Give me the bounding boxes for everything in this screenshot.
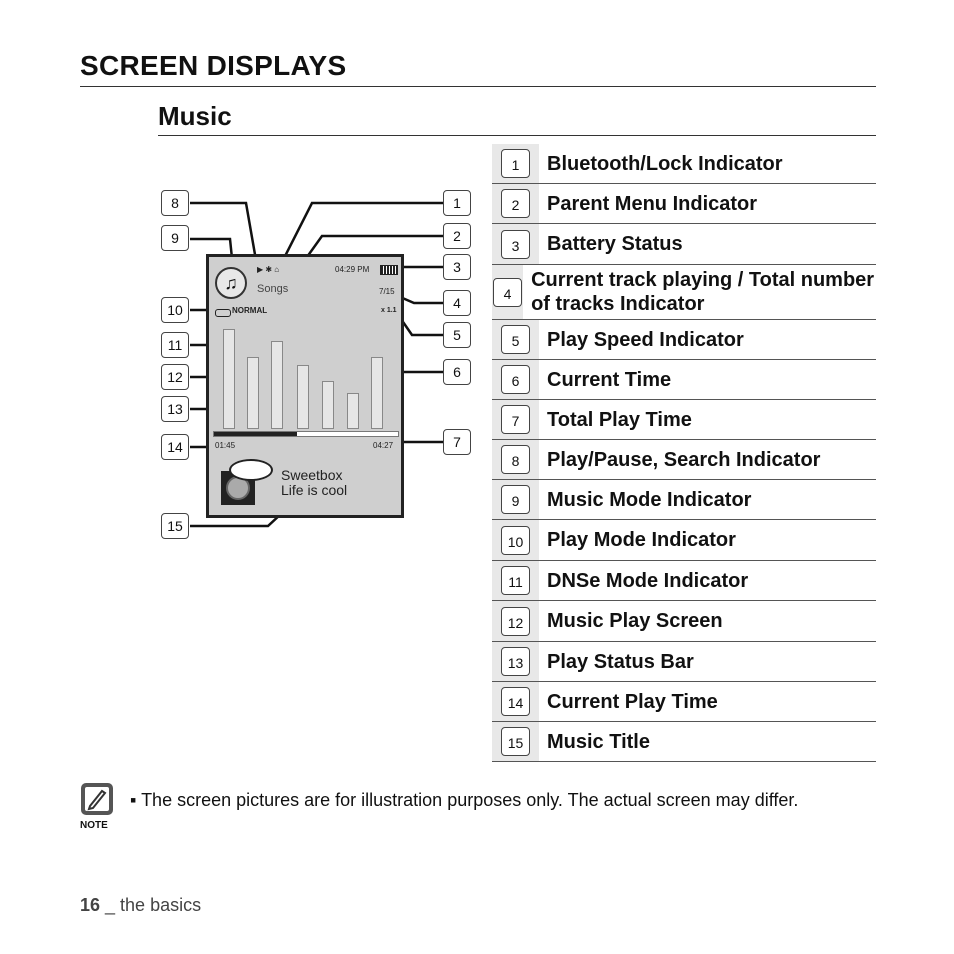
battery-icon bbox=[380, 265, 398, 275]
callout-13: 13 bbox=[161, 396, 189, 422]
eq-bar bbox=[297, 365, 309, 429]
legend-row: 9 Music Mode Indicator bbox=[492, 480, 876, 520]
note-pencil-icon bbox=[81, 783, 113, 815]
legend-number: 3 bbox=[501, 229, 530, 259]
current-play-time: 01:45 bbox=[215, 441, 236, 450]
play-status-bar bbox=[213, 431, 399, 437]
footer-section: _ the basics bbox=[100, 895, 202, 915]
legend-row: 10 Play Mode Indicator bbox=[492, 520, 876, 561]
dnse-mode-label: NORMAL bbox=[232, 306, 268, 315]
legend-number: 13 bbox=[501, 647, 530, 676]
legend-row: 14 Current Play Time bbox=[492, 682, 876, 722]
legend-row: 13 Play Status Bar bbox=[492, 642, 876, 682]
legend-number: 4 bbox=[493, 277, 523, 307]
section-heading: Music bbox=[158, 101, 232, 131]
legend-table: 1 Bluetooth/Lock Indicator 2 Parent Menu I… bbox=[492, 144, 876, 762]
play-pause-icon: ▶ ✱ ⌂ bbox=[257, 265, 280, 274]
legend-row: 6 Current Time bbox=[492, 360, 876, 400]
music-artist: Sweetbox bbox=[281, 467, 343, 483]
legend-label: Play Speed Indicator bbox=[547, 328, 744, 351]
callout-4: 4 bbox=[443, 290, 471, 316]
total-play-time: 04:27 bbox=[373, 441, 394, 450]
callout-3: 3 bbox=[443, 254, 471, 280]
legend-label: Bluetooth/Lock Indicator bbox=[547, 152, 783, 175]
legend-number: 7 bbox=[501, 405, 530, 434]
music-title: Life is cool bbox=[281, 482, 348, 498]
section-rule bbox=[158, 135, 876, 136]
legend-row: 12 Music Play Screen bbox=[492, 601, 876, 642]
page-number: 16 bbox=[80, 895, 101, 915]
legend-number: 11 bbox=[501, 566, 530, 595]
play-status-fill bbox=[214, 432, 297, 436]
legend-label: Current Play Time bbox=[547, 690, 718, 713]
current-time: 04:29 PM bbox=[335, 265, 370, 274]
legend-number: 6 bbox=[501, 365, 530, 394]
eq-bar bbox=[247, 357, 259, 429]
device-screen: ♫ ▶ ✱ ⌂ Songs 04:29 PM 7/15 x 1.1 NORMAL… bbox=[206, 254, 404, 518]
callout-11: 11 bbox=[161, 332, 189, 358]
legend-row: 11 DNSe Mode Indicator bbox=[492, 561, 876, 601]
legend-label: Play/Pause, Search Indicator bbox=[547, 448, 821, 471]
eq-bar bbox=[223, 329, 235, 429]
eq-bar bbox=[271, 341, 283, 429]
callout-15: 15 bbox=[161, 513, 189, 539]
legend-number: 1 bbox=[501, 149, 530, 178]
callout-7: 7 bbox=[443, 429, 471, 455]
eq-bar bbox=[322, 381, 334, 429]
legend-label: Play Status Bar bbox=[547, 650, 694, 673]
callout-12: 12 bbox=[161, 364, 189, 390]
legend-row: 3 Battery Status bbox=[492, 224, 876, 265]
legend-label: Music Title bbox=[547, 730, 650, 753]
callout-6: 6 bbox=[443, 359, 471, 385]
legend-number: 5 bbox=[501, 325, 530, 354]
legend-row: 1 Bluetooth/Lock Indicator bbox=[492, 144, 876, 184]
heading-rule bbox=[80, 86, 876, 87]
track-count: 7/15 bbox=[379, 287, 395, 296]
legend-label: Current Time bbox=[547, 368, 672, 391]
legend-label: DNSe Mode Indicator bbox=[547, 569, 749, 592]
legend-label: Current track playing / Total number of … bbox=[531, 269, 875, 315]
callout-14: 14 bbox=[161, 434, 189, 460]
music-mode-icon: ♫ bbox=[215, 267, 247, 299]
eq-bar bbox=[371, 357, 383, 429]
callout-1: 1 bbox=[443, 190, 471, 216]
legend-row: 5 Play Speed Indicator bbox=[492, 320, 876, 360]
legend-label: Play Mode Indicator bbox=[547, 529, 736, 551]
play-speed: x 1.1 bbox=[381, 307, 397, 314]
note-text: ▪ The screen pictures are for illustrati… bbox=[130, 790, 799, 810]
legend-label: Parent Menu Indicator bbox=[547, 192, 758, 215]
legend-row: 4 Current track playing / Total number of… bbox=[492, 265, 876, 320]
callout-2: 2 bbox=[443, 223, 471, 249]
legend-number: 9 bbox=[501, 485, 530, 514]
play-mode-icon bbox=[215, 309, 231, 317]
legend-label: Music Play Screen bbox=[547, 610, 723, 632]
callout-8: 8 bbox=[161, 190, 189, 216]
note-label: NOTE bbox=[80, 820, 108, 831]
callout-10: 10 bbox=[161, 297, 189, 323]
page-heading: SCREEN DISPLAYS bbox=[80, 50, 347, 81]
legend-number: 15 bbox=[501, 727, 530, 756]
legend-row: 7 Total Play Time bbox=[492, 400, 876, 440]
legend-row: 2 Parent Menu Indicator bbox=[492, 184, 876, 224]
legend-number: 8 bbox=[501, 445, 530, 474]
legend-number: 2 bbox=[501, 189, 530, 218]
legend-label: Music Mode Indicator bbox=[547, 488, 752, 511]
legend-label: Battery Status bbox=[547, 233, 683, 255]
legend-number: 10 bbox=[501, 525, 530, 555]
dog-mascot-icon bbox=[229, 459, 273, 481]
note-body: The screen pictures are for illustration… bbox=[141, 790, 799, 810]
legend-number: 12 bbox=[501, 606, 530, 636]
legend-number: 14 bbox=[501, 687, 530, 716]
legend-row: 8 Play/Pause, Search Indicator bbox=[492, 440, 876, 480]
callout-5: 5 bbox=[443, 322, 471, 348]
eq-bar bbox=[347, 393, 359, 429]
parent-menu-label: Songs bbox=[257, 283, 289, 295]
callout-9: 9 bbox=[161, 225, 189, 251]
legend-row: 15 Music Title bbox=[492, 722, 876, 762]
page-footer: 16 _ the basics bbox=[80, 895, 201, 916]
legend-label: Total Play Time bbox=[547, 408, 692, 431]
